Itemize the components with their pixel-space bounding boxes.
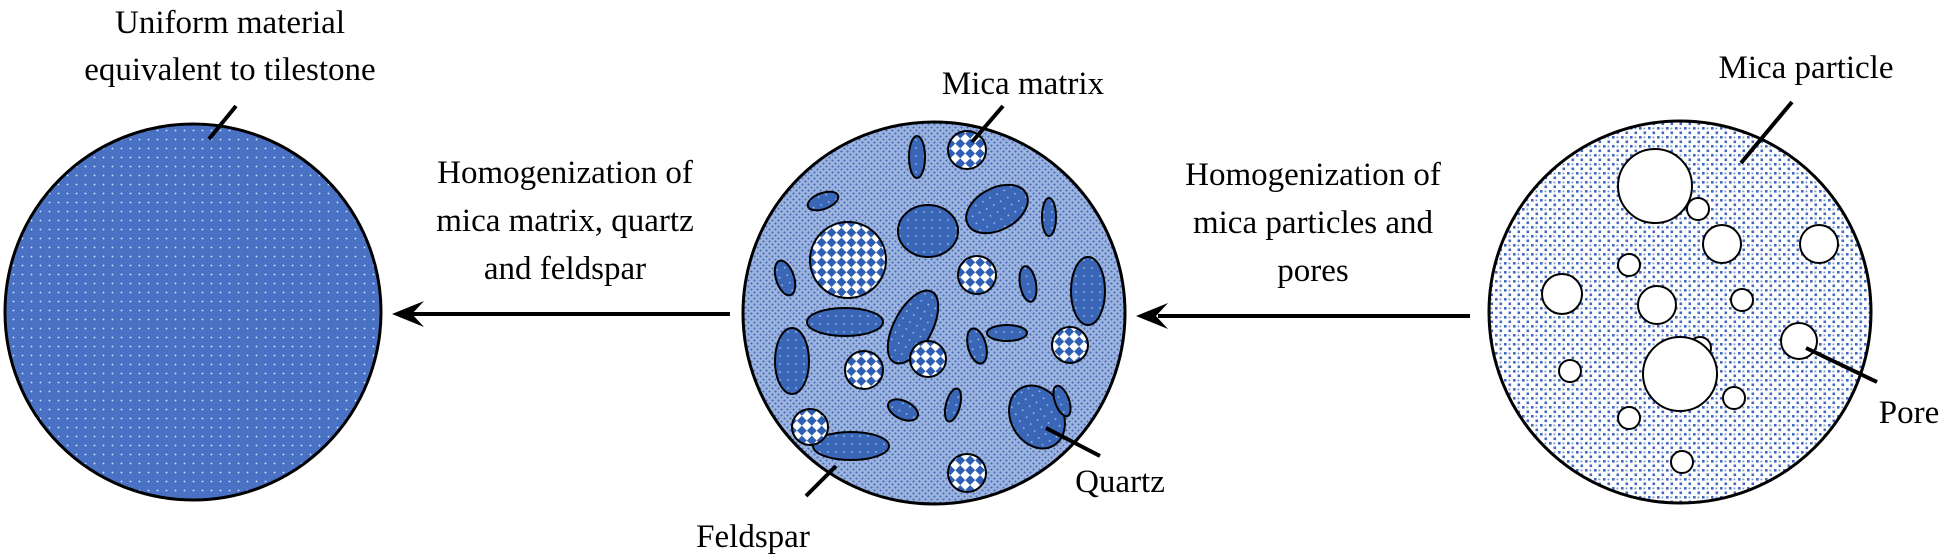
homogenization-2-line3: pores xyxy=(1277,253,1348,289)
homogenization-2-line2: mica particles and xyxy=(1193,205,1434,241)
uniform-material-label-line1: Uniform material xyxy=(115,5,345,41)
homogenization-1-line2: mica matrix, quartz xyxy=(436,203,693,239)
mica-matrix-label: Mica matrix xyxy=(942,66,1105,102)
pores xyxy=(1541,148,1839,474)
homogenization-arrow-left xyxy=(392,301,730,327)
uniform-material-disc xyxy=(3,122,383,502)
uniform-material-leader xyxy=(207,104,238,141)
homogenization-arrow-middle xyxy=(1136,303,1470,329)
pore-leader xyxy=(1805,346,1878,384)
quartz-label: Quartz xyxy=(1075,464,1165,500)
uniform-material-label-line2: equivalent to tilestone xyxy=(84,52,375,88)
homogenization-2-line1: Homogenization of xyxy=(1185,157,1441,193)
feldspar-label: Feldspar xyxy=(696,519,810,555)
porous-mica-disc xyxy=(1487,119,1873,505)
pore-label: Pore xyxy=(1879,395,1940,431)
homogenization-1-line3: and feldspar xyxy=(484,251,646,287)
mica-particle-leader xyxy=(1739,100,1794,165)
mica-matrix-inclusions xyxy=(791,130,1089,493)
composite-microstructure-disc xyxy=(741,120,1127,506)
quartz-feldspar-grains xyxy=(773,135,1106,461)
mica-particle-label: Mica particle xyxy=(1719,50,1894,86)
quartz-leader xyxy=(1045,426,1101,458)
homogenization-1-line1: Homogenization of xyxy=(437,155,693,191)
feldspar-leader xyxy=(804,464,838,498)
mica-matrix-leader xyxy=(970,104,1005,144)
